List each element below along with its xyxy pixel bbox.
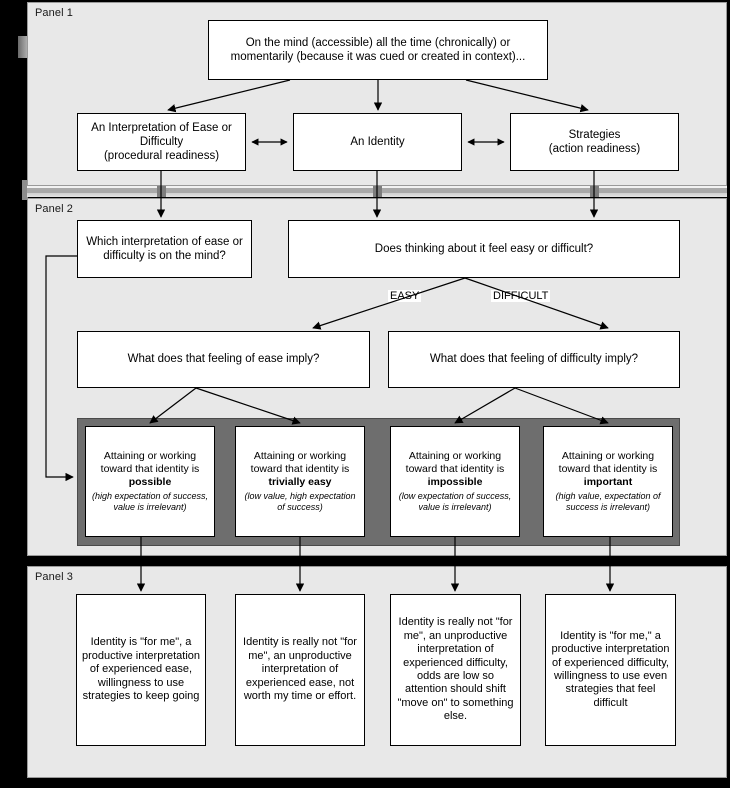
panel2-question-left: Which interpretation of ease or difficul…: [77, 220, 252, 278]
panel1-box-interpretation: An Interpretation of Ease or Difficulty …: [77, 113, 246, 171]
rail-segment-divider: [22, 180, 28, 200]
panel1-box-interpretation-line2: Difficulty: [139, 135, 184, 148]
outcome-keyword: possible: [128, 475, 172, 488]
outcome-detail: (high value, expectation of success is i…: [555, 491, 661, 513]
panel1-box-interpretation-line3: (procedural readiness): [103, 150, 220, 162]
panel-2-label: Panel 2: [35, 203, 74, 215]
panel1-box-strategies-line2: (action readiness): [548, 143, 641, 155]
outcome-lead: Attaining or working toward that identit…: [100, 450, 200, 475]
outcome-keyword: trivially easy: [268, 475, 332, 488]
connector-nub-center: [373, 186, 382, 197]
edge-label-easy: EASY: [388, 290, 422, 302]
connector-nub-left: [157, 186, 166, 197]
panel1-box-identity: An Identity: [293, 113, 462, 171]
panel3-box-unproductive-difficulty: Identity is really not "for me", an unpr…: [390, 594, 521, 746]
outcome-lead: Attaining or working toward that identit…: [558, 450, 658, 475]
rail-nub-top: [18, 36, 28, 58]
outcome-keyword: important: [583, 475, 633, 488]
panel-3-label: Panel 3: [35, 571, 74, 583]
outcome-keyword: impossible: [427, 475, 483, 488]
panel3-box-unproductive-ease: Identity is really not "for me", an unpr…: [235, 594, 365, 746]
panel2-imply-difficulty: What does that feeling of difficulty imp…: [388, 331, 680, 388]
panel1-box-interpretation-line1: An Interpretation of Ease or: [91, 121, 232, 134]
outcome-lead: Attaining or working toward that identit…: [405, 450, 505, 475]
bottom-frame-rail: [0, 778, 730, 788]
panel2-outcome-impossible: Attaining or working toward that identit…: [390, 426, 520, 537]
panel2-question-right: Does thinking about it feel easy or diff…: [288, 220, 680, 278]
panel1-top-box: On the mind (accessible) all the time (c…: [208, 20, 548, 80]
panel1-box-strategies-line1: Strategies: [568, 128, 621, 141]
panel3-box-productive-difficulty: Identity is "for me," a productive inter…: [545, 594, 676, 746]
outcome-lead: Attaining or working toward that identit…: [250, 450, 350, 475]
panel2-outcome-possible: Attaining or working toward that identit…: [85, 426, 215, 537]
outcome-detail: (low value, high expectation of success): [244, 491, 356, 513]
edge-label-difficult: DIFFICULT: [491, 290, 551, 302]
panel2-imply-ease: What does that feeling of ease imply?: [77, 331, 370, 388]
panel3-box-productive-ease: Identity is "for me", a productive inter…: [76, 594, 206, 746]
panel-1-label: Panel 1: [35, 7, 74, 19]
panel1-box-strategies: Strategies (action readiness): [510, 113, 679, 171]
divider-panel2-panel3: [27, 556, 727, 566]
panel2-outcome-important: Attaining or working toward that identit…: [543, 426, 673, 537]
outcome-detail: (low expectation of success, value is ir…: [398, 491, 512, 513]
connector-nub-right: [590, 186, 599, 197]
panel2-outcome-trivially-easy: Attaining or working toward that identit…: [235, 426, 365, 537]
right-frame-rail: [727, 0, 730, 788]
panel1-box-identity-line1: An Identity: [350, 135, 405, 148]
outcome-detail: (high expectation of success, value is i…: [91, 491, 209, 513]
left-frame-rail: [0, 0, 27, 788]
